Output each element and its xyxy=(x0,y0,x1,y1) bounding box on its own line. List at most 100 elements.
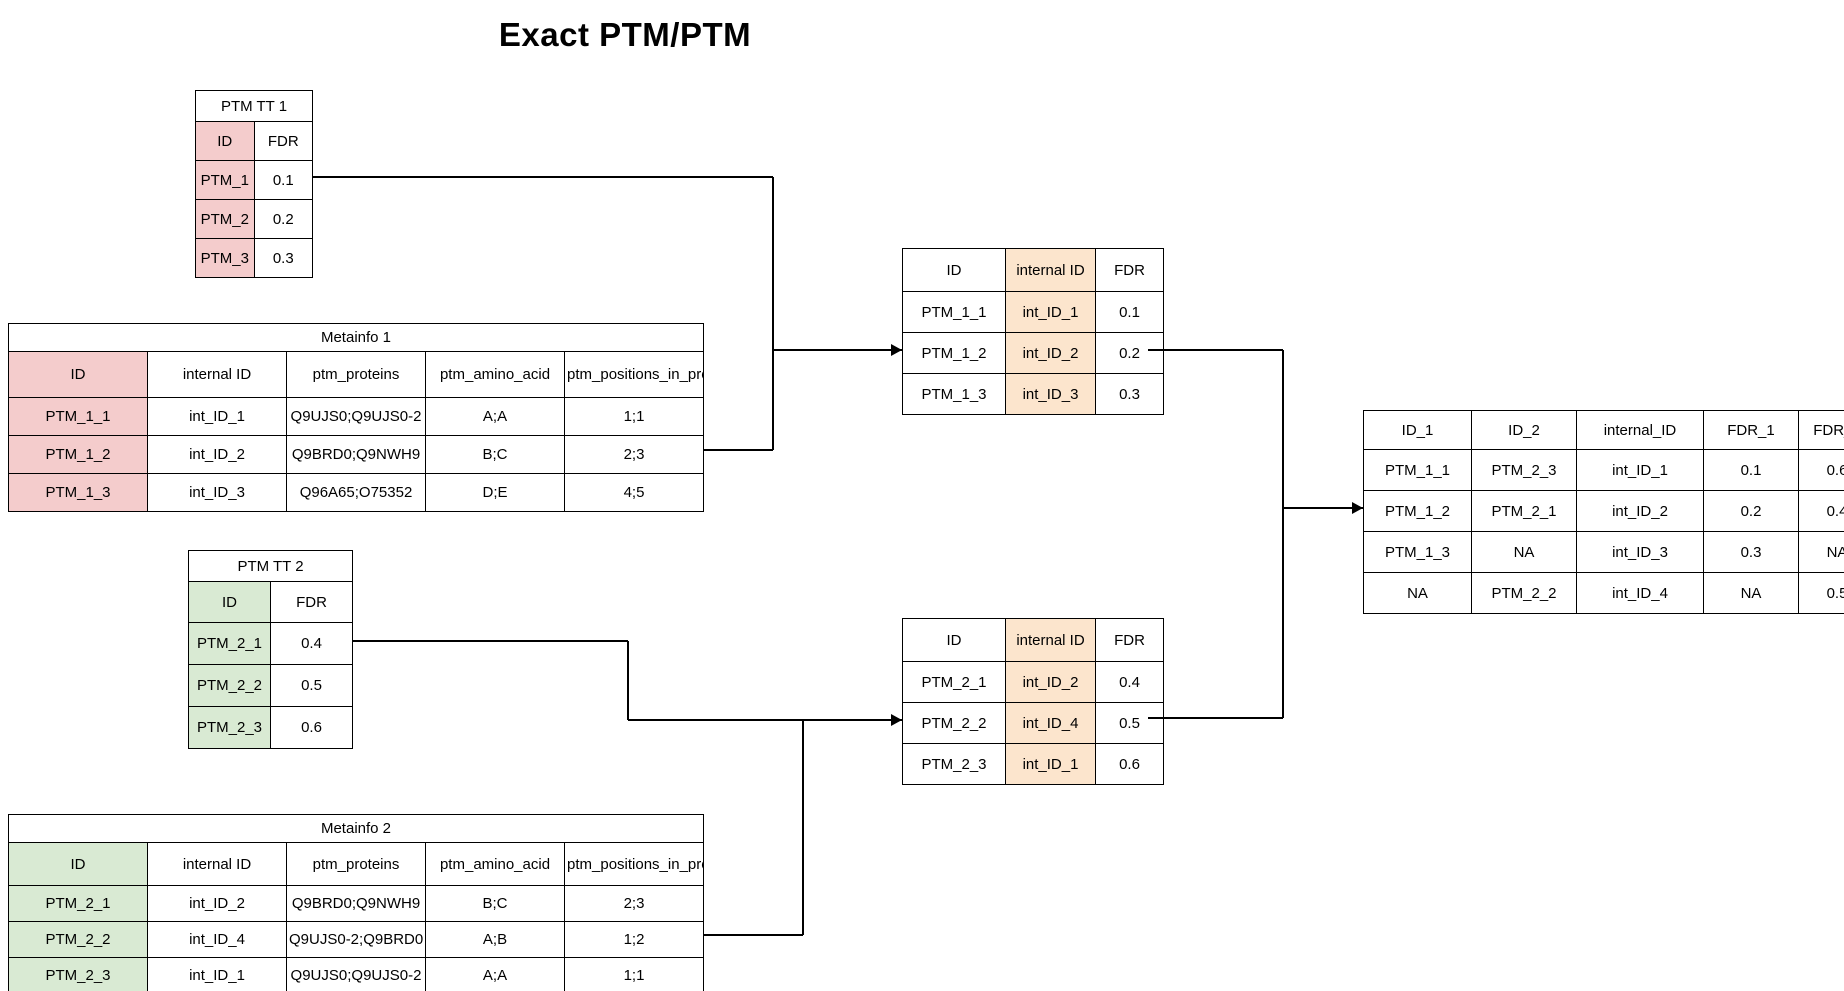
connector-into-merged-2 xyxy=(628,719,902,721)
connector-ptm-tt-1-out xyxy=(313,176,773,178)
column-header: ID xyxy=(8,842,148,886)
column-header: internal ID xyxy=(1005,248,1096,292)
table-cell: int_ID_1 xyxy=(1005,743,1096,785)
page-title: Exact PTM/PTM xyxy=(498,16,752,53)
table-cell: PTM_1_1 xyxy=(8,397,148,436)
table-cell: int_ID_3 xyxy=(1576,531,1704,573)
connector-into-final xyxy=(1283,507,1363,509)
table-title: PTM TT 1 xyxy=(195,90,313,122)
table-cell: 0.5 xyxy=(1095,702,1164,744)
table-cell: int_ID_1 xyxy=(147,957,287,991)
table-cell: int_ID_3 xyxy=(147,473,287,512)
table-cell: Q9UJS0;Q9UJS0-2 xyxy=(286,397,426,436)
column-header: ID xyxy=(195,121,255,161)
connector-junction-final-vertical xyxy=(1282,350,1284,718)
table-final-merge: ID_1ID_2internal_IDFDR_1FDR_2PTM_1_1PTM_… xyxy=(1363,410,1844,614)
table-cell: PTM_2_3 xyxy=(188,706,271,749)
table-cell: 0.4 xyxy=(270,622,353,665)
column-header: ptm_proteins xyxy=(286,842,426,886)
column-header: ID xyxy=(8,351,148,398)
column-header: ID xyxy=(188,581,271,623)
table-cell: 4;5 xyxy=(564,473,704,512)
table-cell: 0.6 xyxy=(270,706,353,749)
table-cell: Q9UJS0;Q9UJS0-2 xyxy=(286,957,426,991)
table-cell: 0.3 xyxy=(253,238,313,278)
table-cell: int_ID_4 xyxy=(147,921,287,958)
table-cell: PTM_2_3 xyxy=(902,743,1006,785)
column-header: FDR_1 xyxy=(1703,410,1799,450)
table-cell: B;C xyxy=(425,435,565,474)
table-cell: int_ID_2 xyxy=(1005,661,1096,703)
table-cell: B;C xyxy=(425,885,565,922)
column-header: ptm_amino_acid xyxy=(425,351,565,398)
table-cell: PTM_2_2 xyxy=(188,664,271,707)
column-header: ID xyxy=(902,618,1006,662)
table-cell: 1;2 xyxy=(564,921,704,958)
arrowhead-icon xyxy=(891,344,902,356)
column-header: ptm_proteins xyxy=(286,351,426,398)
table-cell: A;B xyxy=(425,921,565,958)
table-cell: PTM_1_3 xyxy=(902,373,1006,415)
table-cell: 2;3 xyxy=(564,885,704,922)
table-cell: PTM_1_1 xyxy=(1363,449,1472,491)
table-cell: int_ID_4 xyxy=(1576,572,1704,614)
column-header: ptm_positions_in_proteins xyxy=(564,351,704,398)
table-cell: 1;1 xyxy=(564,397,704,436)
table-cell: int_ID_2 xyxy=(147,885,287,922)
column-header: ID xyxy=(902,248,1006,292)
column-header: FDR xyxy=(1095,248,1164,292)
column-header: FDR xyxy=(253,121,313,161)
table-title: Metainfo 2 xyxy=(8,814,704,843)
column-header: internal ID xyxy=(147,842,287,886)
table-title: Metainfo 1 xyxy=(8,323,704,352)
table-cell: 0.6 xyxy=(1095,743,1164,785)
column-header: FDR xyxy=(1095,618,1164,662)
table-cell: PTM_3 xyxy=(195,238,255,278)
column-header: ptm_amino_acid xyxy=(425,842,565,886)
table-cell: PTM_1_1 xyxy=(902,291,1006,333)
table-cell: int_ID_2 xyxy=(147,435,287,474)
table-cell: PTM_2_1 xyxy=(902,661,1006,703)
connector-merged-2-out xyxy=(1148,717,1283,719)
table-cell: 0.1 xyxy=(1703,449,1799,491)
table-cell: PTM_1_3 xyxy=(8,473,148,512)
table-cell: int_ID_4 xyxy=(1005,702,1096,744)
table-cell: int_ID_1 xyxy=(1005,291,1096,333)
table-cell: 0.3 xyxy=(1703,531,1799,573)
table-cell: int_ID_2 xyxy=(1576,490,1704,532)
table-cell: D;E xyxy=(425,473,565,512)
table-cell: 0.2 xyxy=(1703,490,1799,532)
connector-merged-1-out xyxy=(1148,349,1283,351)
table-title: PTM TT 2 xyxy=(188,550,353,582)
table-cell: PTM_2 xyxy=(195,199,255,239)
connector-metainfo-1-out xyxy=(704,449,773,451)
table-cell: PTM_2_1 xyxy=(1471,490,1577,532)
table-cell: NA xyxy=(1798,531,1844,573)
table-cell: 0.5 xyxy=(1798,572,1844,614)
connector-junction-2-vertical xyxy=(627,641,629,720)
table-cell: Q9BRD0;Q9NWH9 xyxy=(286,885,426,922)
table-cell: PTM_1_3 xyxy=(1363,531,1472,573)
column-header: FDR xyxy=(270,581,353,623)
connector-ptm-tt-2-out xyxy=(353,640,628,642)
table-cell: PTM_1_2 xyxy=(902,332,1006,374)
table-cell: 0.4 xyxy=(1798,490,1844,532)
table-cell: NA xyxy=(1703,572,1799,614)
table-cell: Q9BRD0;Q9NWH9 xyxy=(286,435,426,474)
table-cell: 1;1 xyxy=(564,957,704,991)
table-cell: PTM_2_3 xyxy=(8,957,148,991)
connector-metainfo-2-up xyxy=(802,720,804,935)
table-cell: Q96A65;O75352 xyxy=(286,473,426,512)
table-cell: 0.1 xyxy=(253,160,313,200)
table-cell: PTM_1_2 xyxy=(1363,490,1472,532)
table-cell: NA xyxy=(1363,572,1472,614)
table-cell: 0.2 xyxy=(1095,332,1164,374)
table-cell: 0.2 xyxy=(253,199,313,239)
column-header: internal ID xyxy=(1005,618,1096,662)
column-header: ID_2 xyxy=(1471,410,1577,450)
